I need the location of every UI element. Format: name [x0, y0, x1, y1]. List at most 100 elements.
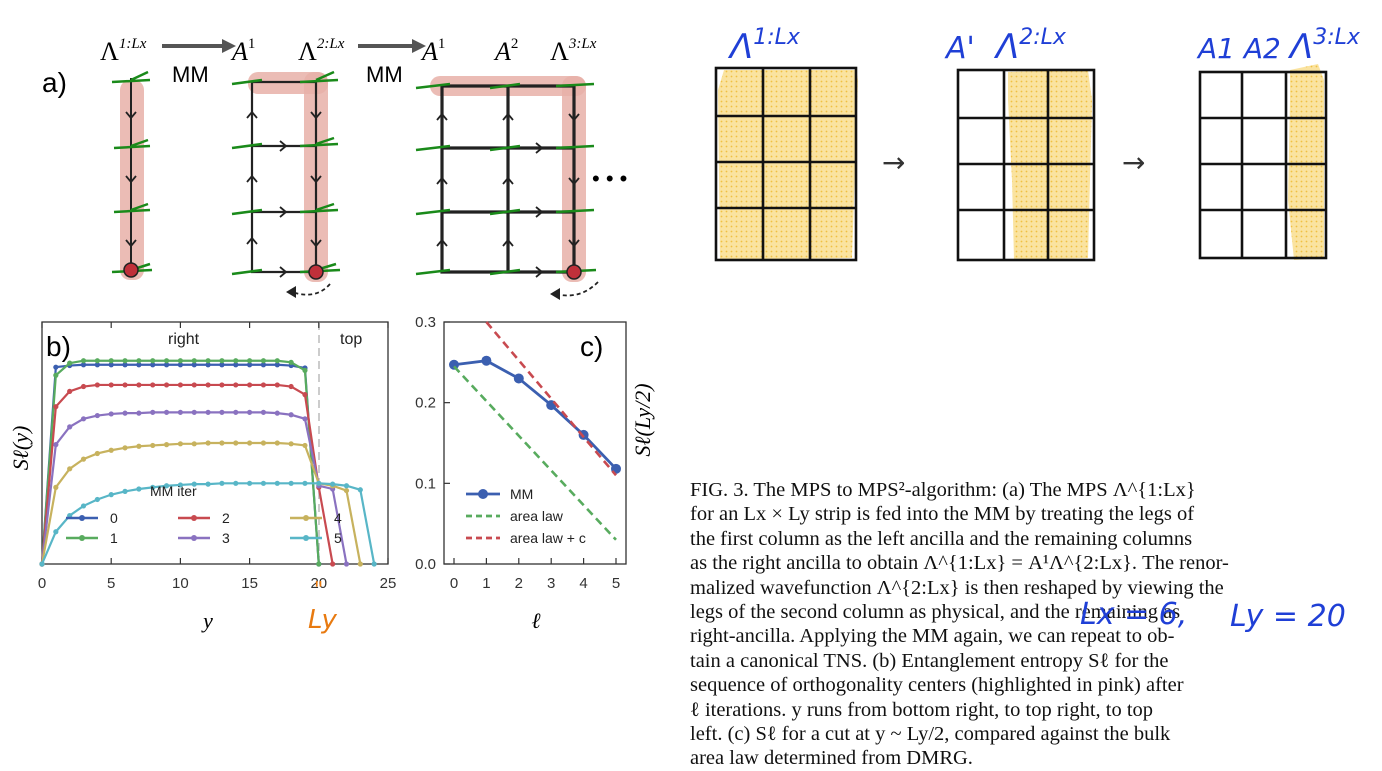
- data-point: [205, 440, 211, 446]
- data-point: [343, 483, 350, 489]
- hw-a1-a2: A1 A2: [1196, 32, 1281, 65]
- x-tick-label: 5: [107, 575, 115, 592]
- data-point: [260, 409, 267, 415]
- data-point: [53, 364, 59, 370]
- data-point: [94, 450, 100, 457]
- data-point: [274, 358, 280, 364]
- data-point: [219, 382, 225, 388]
- data-point: [80, 456, 87, 462]
- data-point: [330, 481, 336, 487]
- data-point: [371, 561, 377, 567]
- legend-marker: [478, 489, 488, 499]
- data-point: [39, 561, 45, 567]
- hw-ly: Ly = 20: [1230, 599, 1346, 634]
- y-tick-label: 0.2: [415, 395, 436, 412]
- hw-a1: A': [944, 31, 975, 66]
- x-tick-label: 1: [482, 575, 490, 592]
- figure-right: Λ1:Lx A' Λ2:Lx A1 A2 Λ3:Lx → →: [714, 25, 1361, 262]
- hw-lx: Lx = 6,: [1080, 597, 1187, 632]
- region-top-label: top: [340, 331, 362, 348]
- tensor-network-2: [231, 70, 341, 298]
- data-point: [80, 383, 87, 390]
- data-point: [274, 410, 280, 416]
- legend-marker: [191, 535, 197, 541]
- data-point: [357, 561, 363, 567]
- caption-line: sequence of orthogonality centers (highl…: [690, 674, 1184, 697]
- data-point: [67, 388, 73, 394]
- legend-marker: [191, 515, 197, 521]
- data-point: [330, 561, 336, 567]
- data-point: [288, 359, 294, 365]
- panel-c-label: c): [580, 331, 603, 362]
- label-lambda-2: Λ2:Lx: [298, 36, 345, 66]
- data-point: [191, 358, 197, 364]
- data-point: [150, 382, 156, 388]
- legend-marker: [79, 515, 85, 521]
- data-point: [219, 362, 225, 368]
- data-point: [288, 412, 294, 418]
- caption-line: FIG. 3. The MPS to MPS²-algorithm: (a) T…: [690, 479, 1196, 501]
- data-point: [136, 362, 142, 368]
- data-point: [233, 480, 239, 486]
- label-a1-second: A1: [420, 36, 445, 66]
- data-point: [316, 561, 322, 567]
- panel-b-xlabel: y: [201, 608, 213, 633]
- panel-c-xlabel: ℓ: [531, 608, 541, 633]
- hw-lambda-1: Λ1:Lx: [727, 25, 801, 67]
- data-point: [233, 362, 239, 368]
- data-point: [274, 440, 280, 446]
- grid-2: [956, 68, 1096, 262]
- data-point: [150, 484, 156, 490]
- data-point: [191, 362, 197, 368]
- data-point: [191, 382, 197, 388]
- data-point: [150, 442, 156, 449]
- panel-a-label: a): [42, 67, 67, 98]
- caption-line: left. (c) Sℓ for a cut at y ~ Ly/2, comp…: [690, 723, 1171, 746]
- data-point: [205, 481, 211, 487]
- data-point: [67, 360, 73, 366]
- panel-b-label: b): [46, 331, 71, 362]
- data-point: [205, 362, 211, 368]
- data-point: [219, 409, 225, 415]
- data-point: [247, 362, 253, 368]
- data-point: [177, 482, 183, 488]
- data-point: [53, 529, 59, 535]
- data-point: [122, 488, 128, 494]
- legend-label: area law: [510, 508, 564, 524]
- data-point: [136, 410, 142, 416]
- data-point: [233, 382, 239, 388]
- legend-label: area law + c: [510, 530, 586, 546]
- panel-c-ylabel: Sℓ(Ly/2): [630, 383, 655, 456]
- series-line-area-law-+-c: [485, 321, 617, 477]
- data-point: [302, 392, 308, 398]
- data-point: [94, 362, 100, 368]
- data-point: [67, 424, 73, 430]
- data-point: [288, 383, 294, 390]
- panel-b-ylabel: Sℓ(y): [8, 426, 33, 471]
- series-line-2: [40, 383, 334, 565]
- x-tick-label: 5: [612, 575, 620, 592]
- legend-label: 4: [334, 510, 342, 526]
- legend-marker: [79, 535, 85, 541]
- data-point: [219, 358, 225, 364]
- data-point: [94, 496, 100, 503]
- label-a1-first: A1: [230, 36, 255, 66]
- data-point: [94, 412, 100, 419]
- mm-label-2: MM: [366, 62, 403, 87]
- data-point: [191, 409, 197, 415]
- data-point: [80, 358, 87, 364]
- handwritten-dimensions: Lx = 6, Ly = 20: [1080, 597, 1346, 634]
- data-point: [122, 410, 128, 416]
- panel-c-frame: [443, 321, 627, 565]
- label-lambda-3: Λ3:Lx: [550, 36, 597, 66]
- legend-marker: [303, 515, 309, 521]
- data-point: [163, 382, 170, 388]
- data-point: [136, 358, 142, 364]
- data-point: [53, 442, 59, 448]
- hw-arrow-2: →: [1122, 146, 1145, 179]
- x-tick-label: 0: [38, 575, 46, 592]
- data-point: [260, 382, 267, 388]
- data-point: [150, 362, 156, 368]
- data-point: [302, 480, 308, 486]
